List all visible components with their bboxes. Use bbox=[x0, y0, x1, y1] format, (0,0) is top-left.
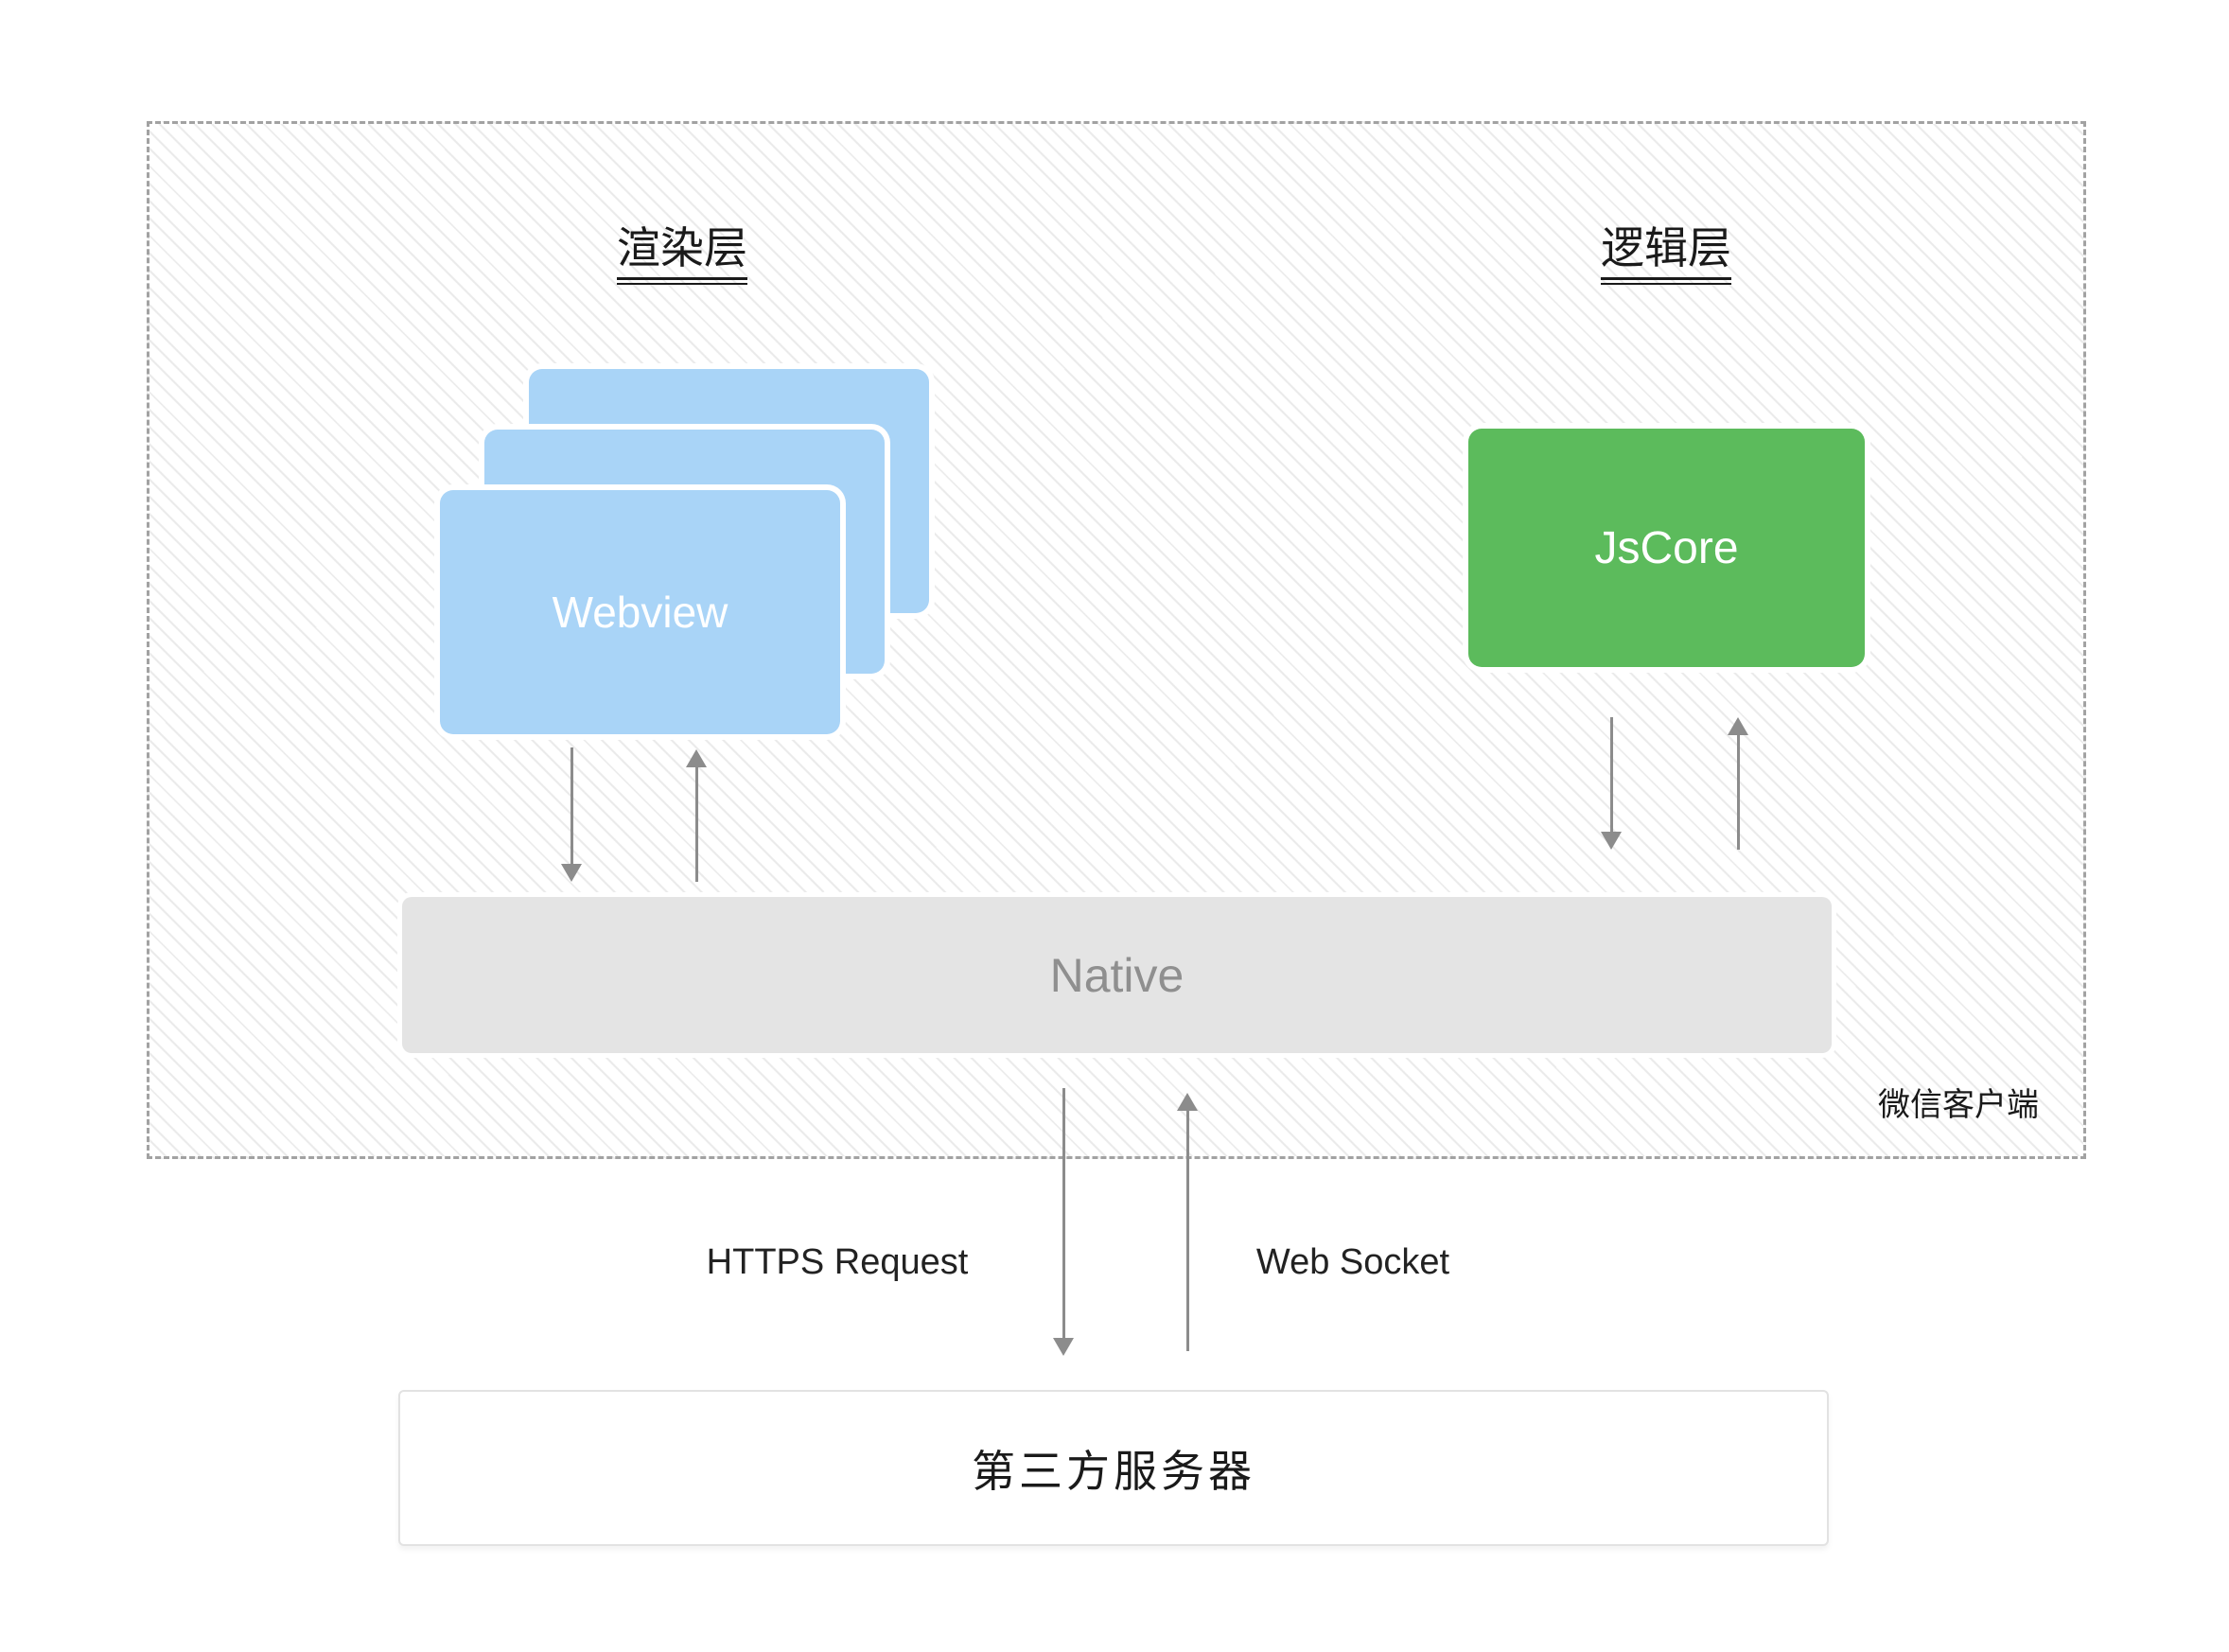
arrow-shaft bbox=[1062, 1088, 1065, 1340]
arrow-shaft bbox=[1185, 1109, 1189, 1351]
arrow-head-up-icon bbox=[1177, 1093, 1198, 1111]
arrow-head-down-icon bbox=[1601, 832, 1622, 850]
webview-to-native-arrow bbox=[561, 747, 582, 882]
native-to-server-arrow bbox=[1053, 1088, 1074, 1356]
arrow-shaft bbox=[694, 765, 698, 882]
server-to-native-arrow bbox=[1177, 1093, 1198, 1351]
https-request-label: HTTPS Request bbox=[706, 1242, 969, 1282]
webview-card-front: Webview bbox=[440, 490, 840, 734]
arrow-head-up-icon bbox=[1728, 717, 1748, 735]
render-layer-title-text: 渲染层 bbox=[617, 223, 747, 280]
arrow-head-down-icon bbox=[1053, 1338, 1074, 1356]
arrow-shaft bbox=[570, 747, 573, 866]
third-party-server-box: 第三方服务器 bbox=[398, 1390, 1829, 1546]
arrow-head-down-icon bbox=[561, 864, 582, 882]
render-layer-title: 渲染层 bbox=[617, 223, 747, 285]
native-to-jscore-arrow bbox=[1728, 717, 1748, 850]
logic-layer-title-text: 逻辑层 bbox=[1601, 223, 1731, 280]
websocket-label: Web Socket bbox=[1255, 1242, 1450, 1282]
jscore-to-native-arrow bbox=[1601, 717, 1622, 850]
webview-label: Webview bbox=[552, 588, 728, 637]
wechat-client-label: 微信客户端 bbox=[1878, 1087, 2039, 1123]
third-party-server-label: 第三方服务器 bbox=[972, 1446, 1255, 1496]
native-label: Native bbox=[1049, 948, 1185, 1002]
jscore-box: JsCore bbox=[1468, 429, 1865, 667]
arrow-head-up-icon bbox=[686, 749, 707, 767]
arrow-shaft bbox=[1609, 717, 1613, 834]
native-bar: Native bbox=[402, 897, 1832, 1053]
jscore-label: JsCore bbox=[1594, 522, 1739, 573]
logic-layer-title: 逻辑层 bbox=[1601, 223, 1731, 285]
native-to-webview-arrow bbox=[686, 749, 707, 882]
arrow-shaft bbox=[1736, 733, 1740, 850]
